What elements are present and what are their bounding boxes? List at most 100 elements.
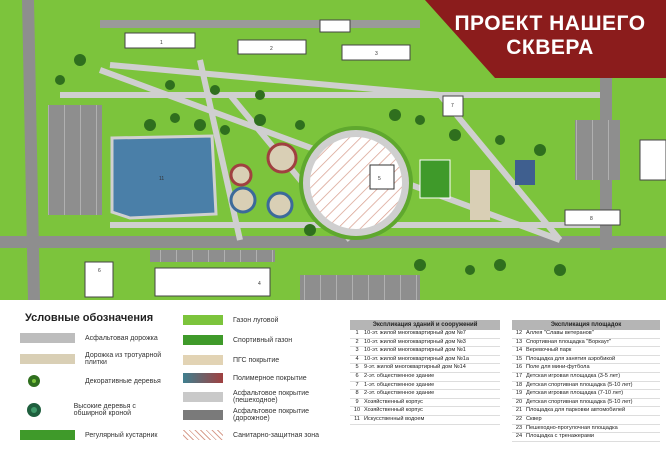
- road-left: [22, 0, 40, 300]
- row-number: 4: [355, 355, 359, 362]
- page-title: ПРОЕКТ НАШЕГО СКВЕРА: [440, 12, 660, 60]
- asphalt-pedestrian-swatch: [183, 392, 223, 402]
- sanitary-zone-swatch: [183, 430, 223, 440]
- svg-text:1: 1: [160, 40, 163, 46]
- row-number: 22: [515, 415, 523, 422]
- road-top: [100, 20, 420, 28]
- legend-label: Регулярный кустарник: [85, 431, 158, 439]
- row-number: 10: [353, 407, 361, 414]
- row-text: Искусственный водоем: [364, 415, 425, 422]
- svg-text:7: 7: [451, 103, 454, 109]
- artificial-pond: [110, 134, 218, 220]
- page-title-line-2: СКВЕРА: [506, 36, 594, 59]
- svg-text:3: 3: [375, 51, 378, 57]
- row-number: 17: [515, 372, 523, 379]
- row-text: Детская игровая площадка (3-5 лет): [526, 372, 621, 379]
- legend-label: Санитарно-защитная зона: [233, 431, 320, 439]
- row-text: 10-эт. жилой многоквартирный дом №1а: [364, 355, 469, 362]
- row-text: Площадка с тренажерами: [526, 433, 595, 440]
- legend-label: Спортивный газон: [233, 336, 293, 344]
- legend-title: Условные обозначения: [25, 312, 154, 324]
- legend-item-tall-trees: Высокие деревья с обширной кроной: [20, 402, 170, 418]
- row-number: 19: [515, 390, 523, 397]
- polymer-area: [515, 160, 535, 185]
- asphalt-path-swatch: [20, 333, 75, 343]
- legend-label: Высокие деревья с обширной кроной: [73, 403, 136, 417]
- row-number: 12: [515, 330, 523, 336]
- buildings-table-header: Экспликация зданий и сооружений: [350, 320, 500, 330]
- row-number: 18: [515, 381, 523, 388]
- row-text: Пешеходно-прогулочная площадка: [526, 424, 618, 431]
- row-text: 10-эт. жилой многоквартирный дом №1: [364, 347, 466, 354]
- legend-label: Асфальтовое покрытие (дорожное): [233, 408, 310, 422]
- legend-item-tile-path: Дорожка из тротуарной плитки: [20, 352, 170, 366]
- workout-area: [470, 170, 490, 220]
- row-text: 9-эт. жилой многоквартирный дом №14: [364, 364, 466, 371]
- parking-left: [48, 105, 102, 215]
- parking-bottom-right: [300, 275, 420, 300]
- tree-clusters: [55, 54, 566, 276]
- row-number: 20: [515, 398, 523, 405]
- legend-item-meadow: Газон луговой: [183, 315, 278, 325]
- row-text: 2-эт. общественное здание: [364, 372, 435, 379]
- tile-path-swatch: [20, 354, 75, 364]
- legend-item-asphalt-path: Асфальтовая дорожка: [20, 333, 158, 343]
- shrub-swatch: [20, 430, 75, 440]
- row-text: Детская игровая площадка (7-10 лет): [526, 390, 624, 397]
- row-text: Площадка для занятия аэробикой: [526, 355, 616, 362]
- row-text: Веревочный парк: [526, 347, 572, 354]
- page-title-line-1: ПРОЕКТ НАШЕГО: [454, 12, 646, 35]
- row-number: 11: [354, 415, 360, 422]
- legend-item-sanitary-zone: Санитарно-защитная зона: [183, 430, 319, 440]
- asphalt-road-swatch: [183, 410, 223, 420]
- playgrounds: [229, 142, 298, 219]
- legend-item-decorative-trees: Декоративные деревья: [20, 374, 161, 388]
- svg-text:8: 8: [590, 216, 593, 222]
- row-text: Поле для мини-футбола: [526, 364, 590, 371]
- svg-text:6: 6: [98, 268, 101, 274]
- legend-item-shrub: Регулярный кустарник: [20, 430, 158, 440]
- row-number: 5: [355, 364, 359, 371]
- row-text: Детская спортивная площадка (5-10 лет): [526, 381, 633, 388]
- row-number: 6: [355, 372, 359, 379]
- table-row: 7 1-эт. общественное здание: [350, 382, 500, 391]
- table-row: 4 10-эт. жилой многоквартирный дом №1а: [350, 356, 500, 365]
- svg-text:5: 5: [378, 176, 381, 182]
- legend-item-sport-lawn: Спортивный газон: [183, 335, 292, 345]
- mini-football-field: [419, 159, 451, 199]
- row-text: Аллея "Славы ветеранов": [526, 330, 594, 336]
- legend-label: Дорожка из тротуарной плитки: [85, 352, 162, 366]
- legend-label: Асфальтовое покрытие (пешеходное): [233, 390, 310, 404]
- polymer-swatch: [183, 373, 223, 383]
- road-bottom: [0, 236, 666, 248]
- legend-item-polymer: Полимерное покрытие: [183, 373, 307, 383]
- row-number: 8: [355, 390, 359, 397]
- row-number: 14: [515, 347, 523, 354]
- sport-lawn-swatch: [183, 335, 223, 345]
- title-banner: [425, 0, 666, 78]
- legend-label: Асфальтовая дорожка: [85, 334, 158, 342]
- row-text: 1-эт. общественное здание: [364, 381, 435, 388]
- central-monument: [369, 164, 395, 190]
- row-number: 7: [355, 381, 359, 388]
- legend-item-asphalt-road: Асфальтовое покрытие (дорожное): [183, 408, 343, 422]
- row-number: 13: [515, 338, 523, 345]
- table-row: 6 2-эт. общественное здание: [350, 373, 500, 382]
